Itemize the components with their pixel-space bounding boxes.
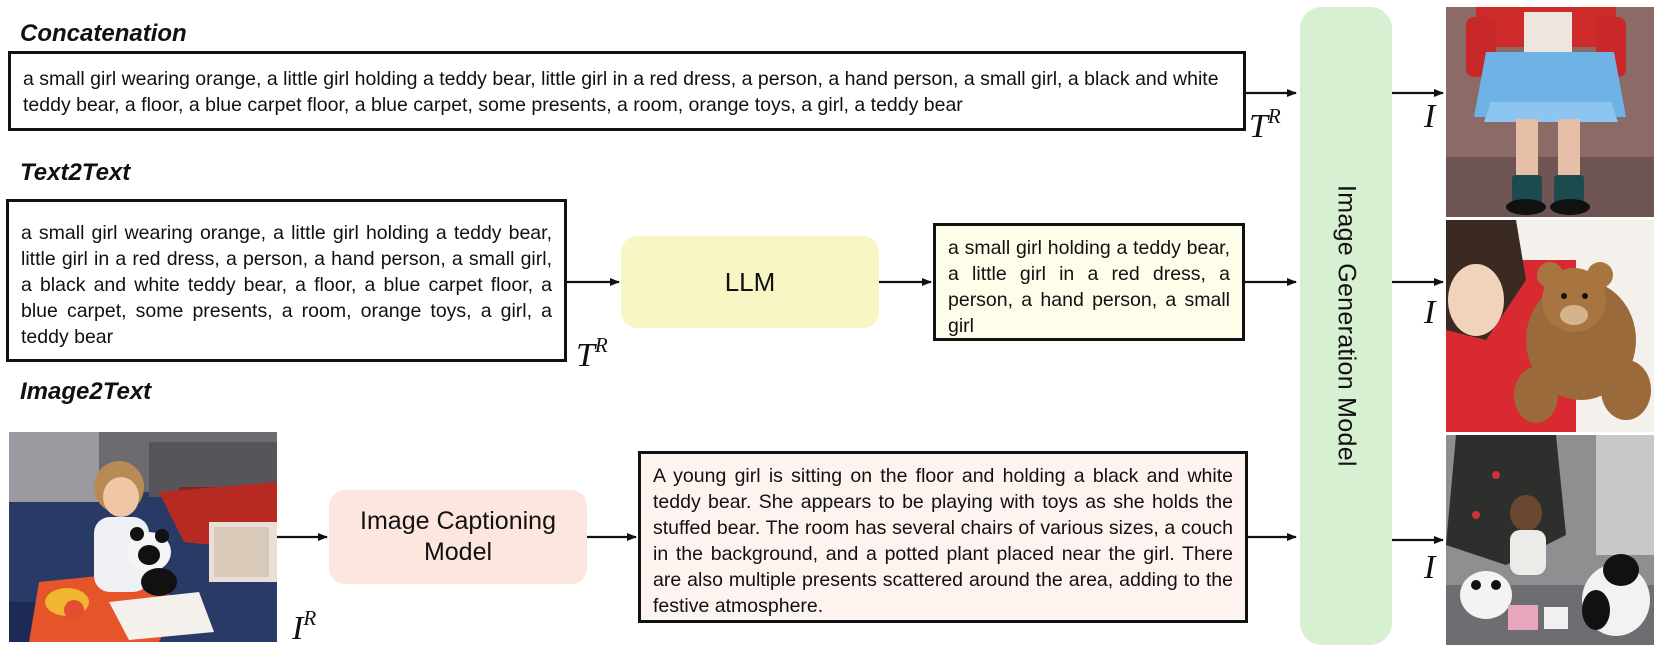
image-captioning-box: Image Captioning Model (329, 490, 587, 584)
text-symbol-tr-text2text: TR (576, 333, 608, 374)
output-symbol-i-3: I (1424, 549, 1436, 586)
output-symbol-i-1: I (1424, 98, 1436, 135)
text-symbol-tr-concat: TR (1249, 104, 1281, 145)
section-title-concatenation: Concatenation (20, 20, 187, 47)
output-symbol-i-2: I (1424, 294, 1436, 331)
section-title-text2text: Text2Text (20, 159, 131, 186)
output-image-text2text (1446, 220, 1654, 432)
concatenation-text-box: a small girl wearing orange, a little gi… (8, 51, 1246, 131)
reference-image (9, 432, 277, 642)
output-image-image2text (1446, 435, 1654, 645)
image-generation-model-box: Image Generation Model (1300, 7, 1392, 645)
text2text-input-box: a small girl wearing orange, a little gi… (6, 199, 567, 362)
llm-label: LLM (724, 266, 776, 297)
image-generation-model-label: Image Generation Model (1332, 185, 1361, 467)
caption-output-box: A young girl is sitting on the floor and… (638, 451, 1248, 623)
llm-box: LLM (621, 236, 879, 328)
image-symbol-ir: IR (292, 606, 317, 647)
section-title-image2text: Image2Text (20, 378, 152, 405)
image-captioning-label: Image Captioning Model (360, 507, 556, 566)
llm-output-box: a small girl holding a teddy bear, a lit… (933, 223, 1245, 341)
output-image-concatenation (1446, 7, 1654, 217)
